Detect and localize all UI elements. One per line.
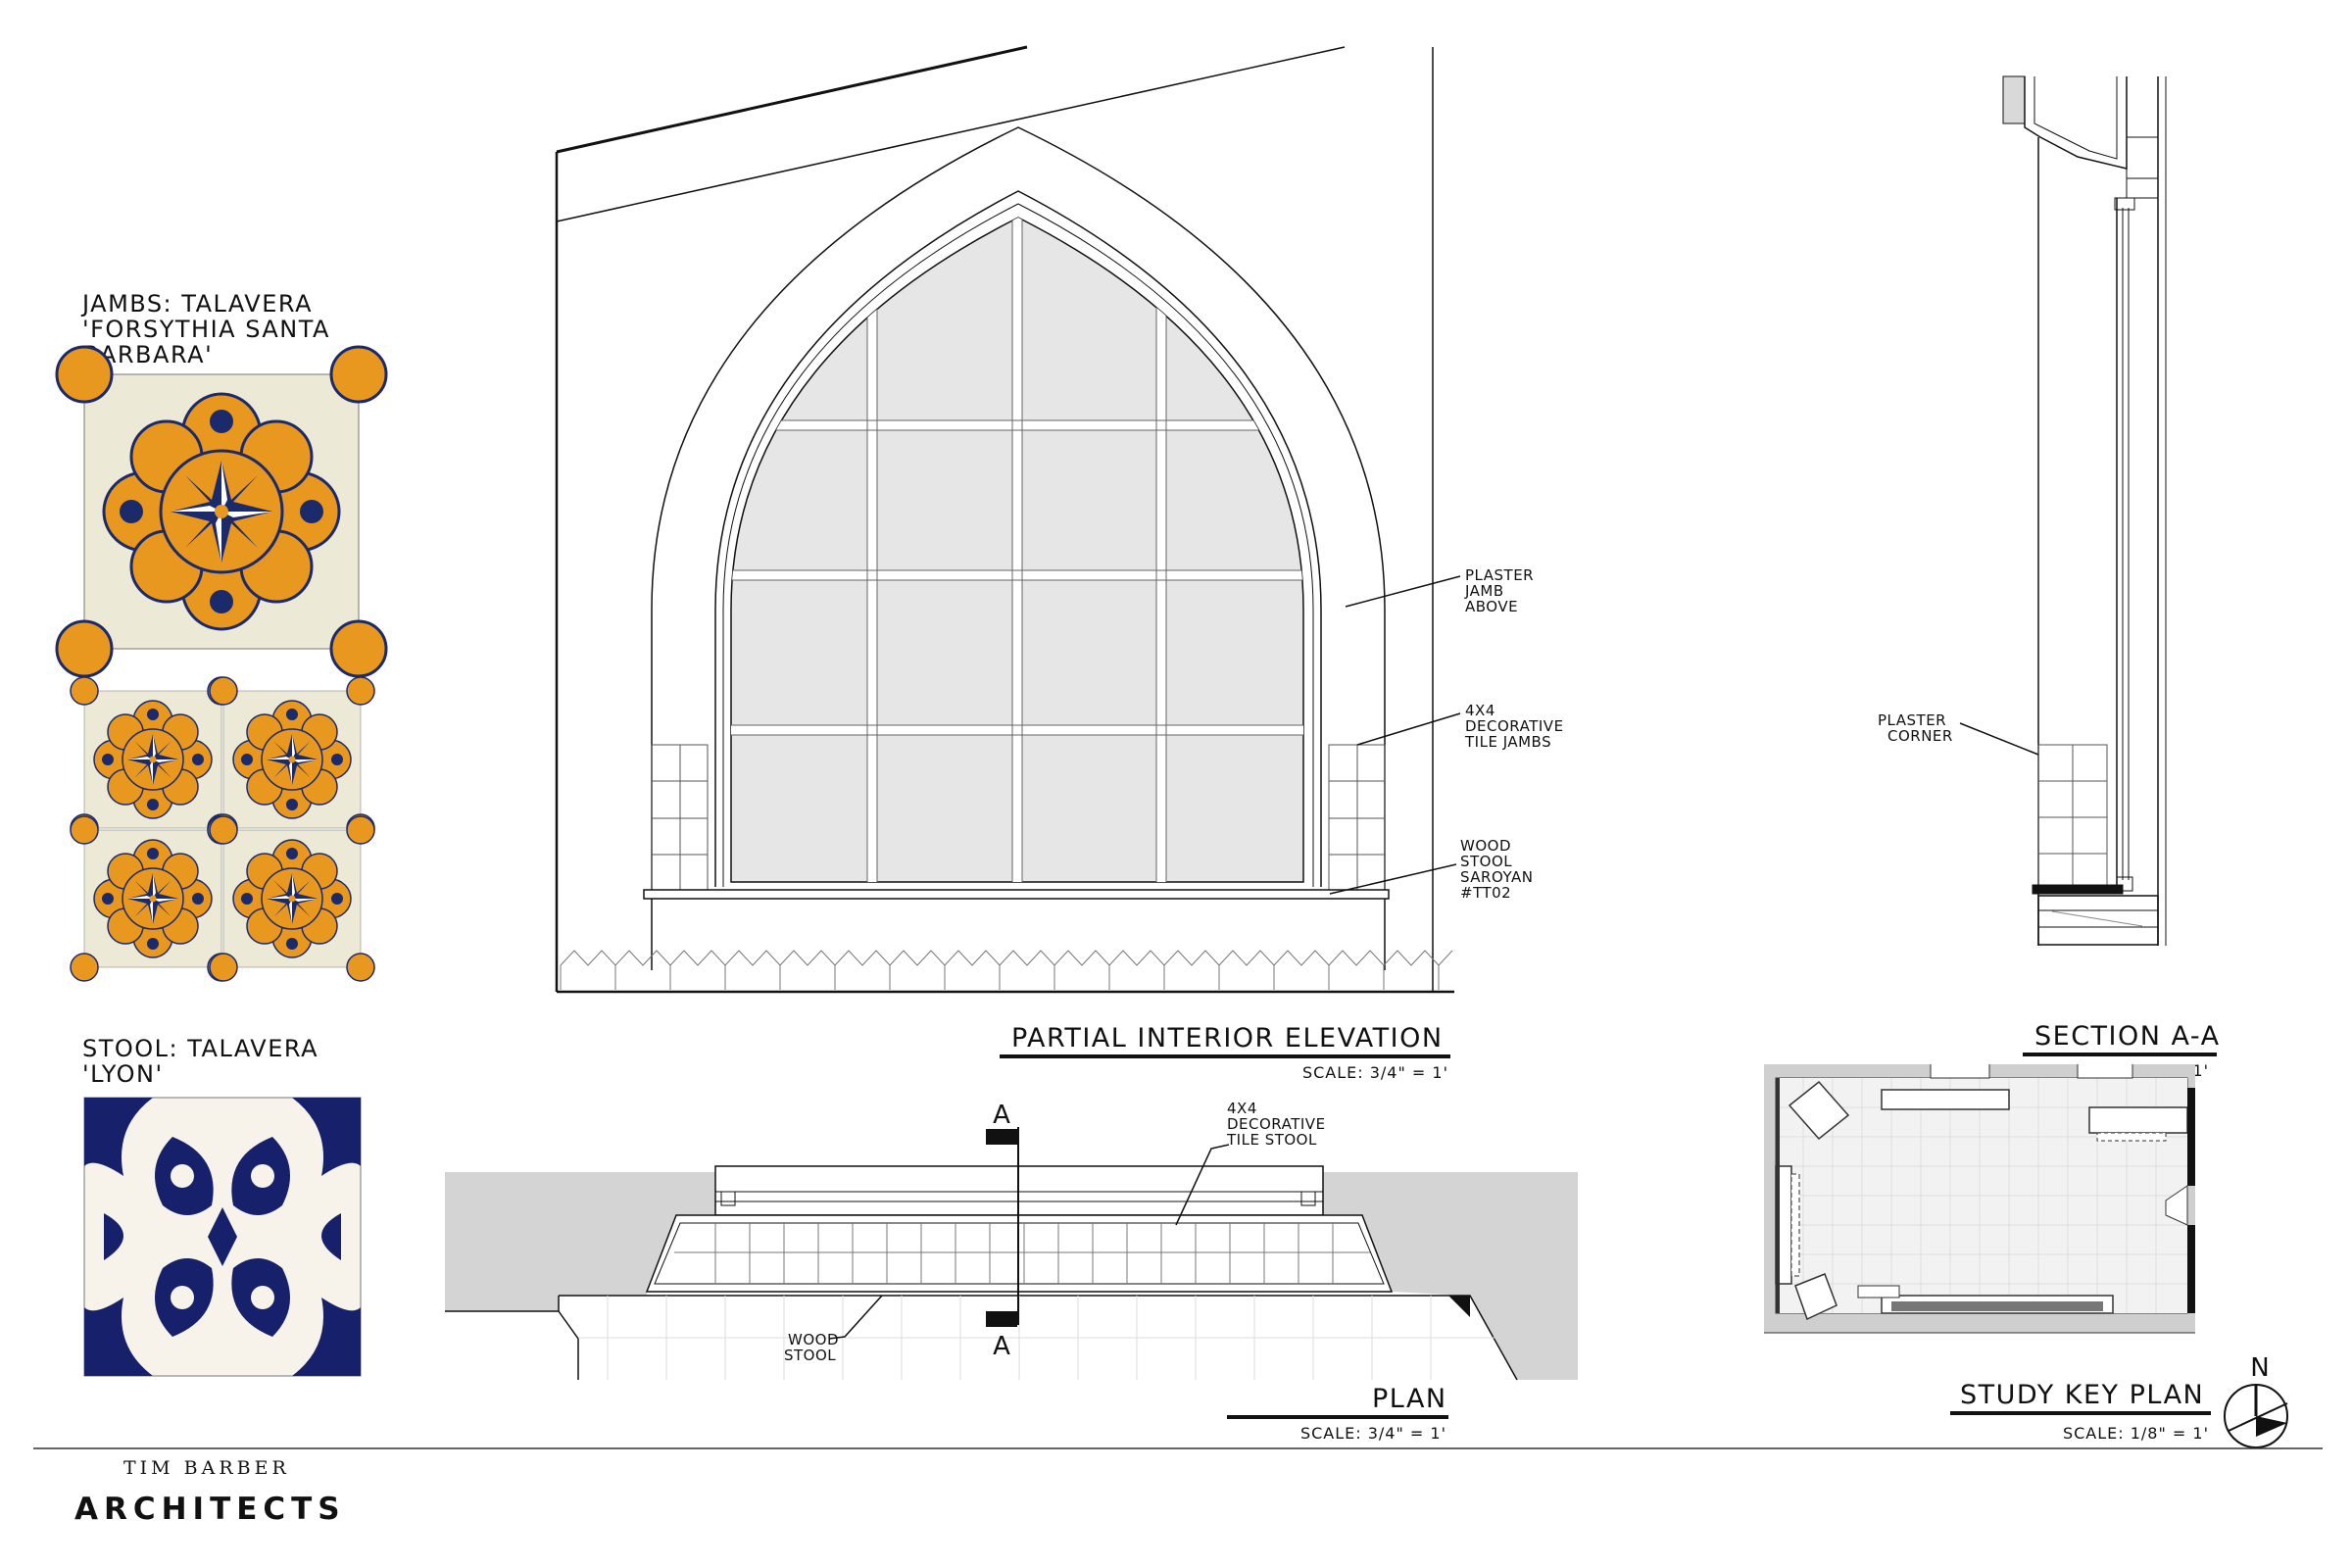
plan-title-block: PLAN SCALE: 3/4" = 1' [1227, 1384, 1448, 1443]
jamb-tile-single [55, 345, 388, 678]
stool-tile-title: STOOL: TALAVERA 'LYON' [82, 1035, 327, 1088]
key-plan-scale: SCALE: 1/8" = 1' [2063, 1424, 2209, 1443]
elevation-drawing [555, 45, 1461, 994]
stool-tile-lyon [83, 1097, 362, 1377]
north-arrow: N [2224, 1353, 2288, 1448]
note-plan-wood-stool: WOOD STOOL [784, 1331, 844, 1364]
plan-title: PLAN [1372, 1384, 1447, 1414]
jambs-tile-title: JAMBS: TALAVERA 'FORSYTHIA SANTA BARBARA… [80, 290, 339, 368]
note-plaster-corner: PLASTER CORNER [1878, 711, 1953, 745]
tile-samples: JAMBS: TALAVERA 'FORSYTHIA SANTA BARBARA… [55, 290, 388, 1377]
key-plan-title: STUDY KEY PLAN [1960, 1380, 2204, 1410]
section-drawing [1959, 75, 2167, 946]
key-plan-drawing [1764, 1064, 2195, 1334]
firm-name-line1: TIM BARBER [123, 1457, 290, 1479]
note-tile-jambs: 4X4 DECORATIVE TILE JAMBS [1464, 702, 1569, 751]
note-wood-stool: WOOD STOOL SAROYAN #TT02 [1460, 837, 1539, 902]
elevation-scale: SCALE: 3/4" = 1' [1302, 1063, 1448, 1082]
elevation-title-block: PARTIAL INTERIOR ELEVATION SCALE: 3/4" =… [1000, 1023, 1450, 1082]
note-plaster-jamb: PLASTER JAMB ABOVE [1464, 566, 1539, 615]
section-marker-bottom: A [993, 1332, 1010, 1361]
note-tile-stool: 4X4 DECORATIVE TILE STOOL [1226, 1100, 1331, 1149]
section-title: SECTION A-A [2034, 1021, 2221, 1052]
jamb-tile-grid [70, 676, 375, 982]
plan-drawing [445, 1127, 1578, 1381]
elevation-title: PARTIAL INTERIOR ELEVATION [1011, 1023, 1444, 1054]
key-plan-title-block: STUDY KEY PLAN SCALE: 1/8" = 1' [1950, 1380, 2211, 1443]
north-label: N [2250, 1353, 2269, 1383]
section-marker-top: A [993, 1101, 1010, 1130]
plan-scale: SCALE: 3/4" = 1' [1300, 1424, 1446, 1443]
firm-name-line2: ARCHITECTS [74, 1492, 346, 1527]
